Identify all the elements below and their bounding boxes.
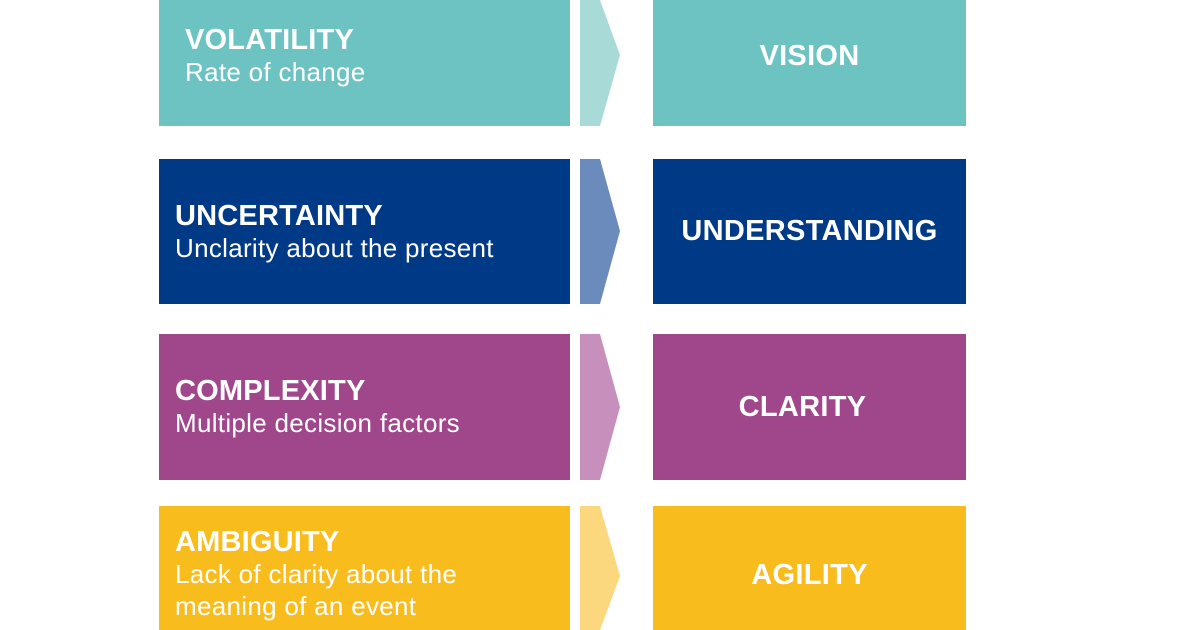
row-ambiguity: AMBIGUITY Lack of clarity about the mean…: [0, 506, 1200, 630]
challenge-box-complexity: COMPLEXITY Multiple decision factors: [159, 334, 570, 480]
challenge-title: AMBIGUITY: [175, 526, 340, 558]
challenge-box-ambiguity: AMBIGUITY Lack of clarity about the mean…: [159, 506, 570, 630]
chevron-arrow-icon: [580, 159, 620, 304]
chevron-arrow-icon: [580, 506, 620, 630]
response-box-clarity: CLARITY: [653, 334, 966, 480]
challenge-title: UNCERTAINTY: [175, 199, 383, 232]
chevron-arrow-icon: [580, 334, 620, 480]
response-box-understanding: UNDERSTANDING: [653, 159, 966, 304]
challenge-subtitle-line-1: Lack of clarity about the: [175, 559, 458, 589]
challenge-title: COMPLEXITY: [175, 375, 366, 407]
challenge-subtitle: Multiple decision factors: [175, 408, 460, 438]
row-complexity: COMPLEXITY Multiple decision factors CLA…: [0, 334, 1200, 480]
response-box-agility: AGILITY: [653, 506, 966, 630]
row-uncertainty: UNCERTAINTY Unclarity about the present …: [0, 159, 1200, 304]
response-box-vision: VISION: [653, 0, 966, 126]
challenge-subtitle: Rate of change: [185, 57, 366, 87]
row-volatility: VOLATILITY Rate of change VISION: [0, 0, 1200, 126]
challenge-subtitle: Unclarity about the present: [175, 232, 494, 263]
challenge-box-uncertainty: UNCERTAINTY Unclarity about the present: [159, 159, 570, 304]
challenge-title: VOLATILITY: [185, 24, 355, 56]
chevron-arrow-icon: [580, 0, 620, 126]
challenge-box-volatility: VOLATILITY Rate of change: [159, 0, 570, 126]
challenge-subtitle-line-2: meaning of an event: [175, 591, 417, 621]
